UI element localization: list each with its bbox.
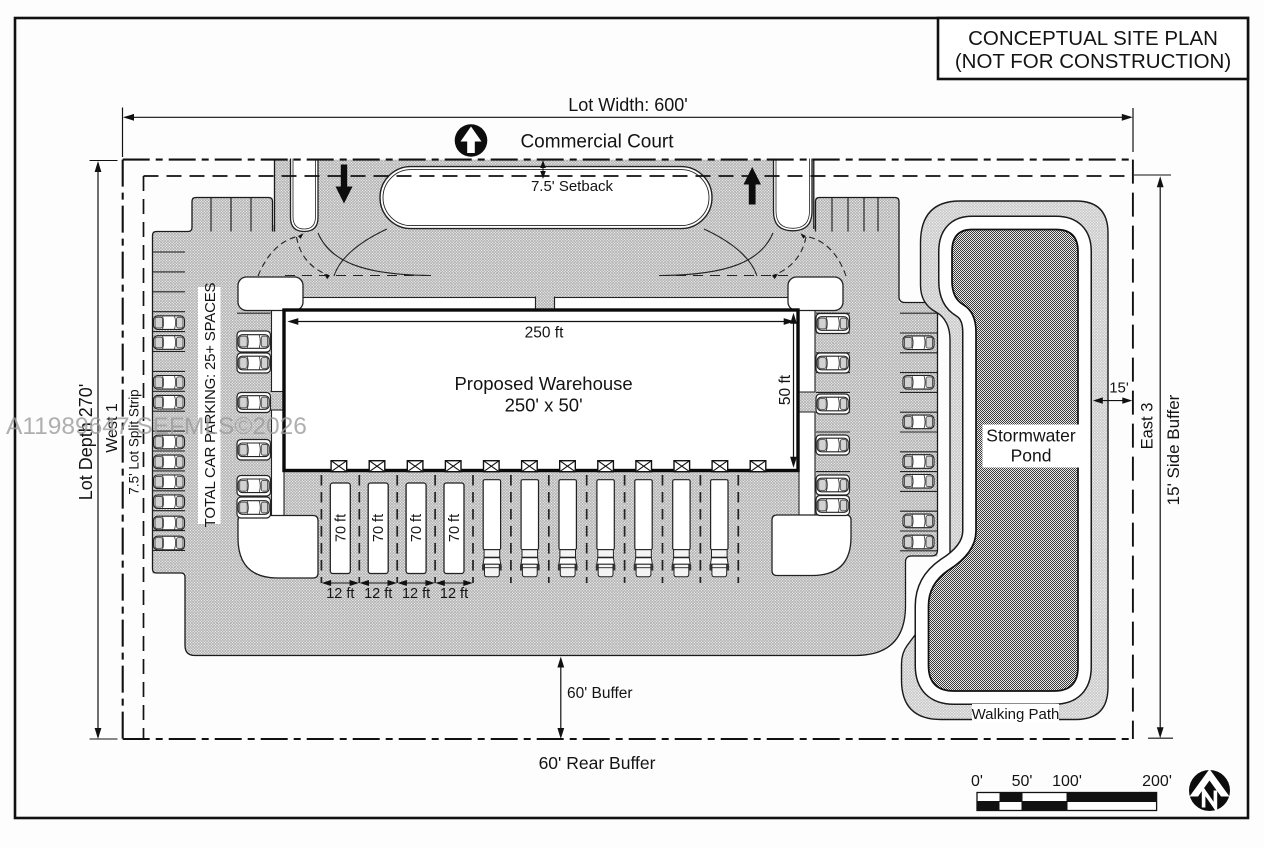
svg-text:CONCEPTUAL SITE PLAN: CONCEPTUAL SITE PLAN (968, 27, 1218, 50)
svg-text:50': 50' (1012, 773, 1033, 790)
svg-text:West 1: West 1 (104, 403, 121, 453)
svg-text:12 ft: 12 ft (440, 586, 468, 602)
svg-text:(NOT FOR CONSTRUCTION): (NOT FOR CONSTRUCTION) (955, 50, 1231, 73)
svg-text:A11989647 SEFMLS©2026: A11989647 SEFMLS©2026 (6, 413, 307, 440)
svg-text:12 ft: 12 ft (402, 586, 430, 602)
svg-text:70 ft: 70 ft (371, 514, 387, 542)
svg-text:15' Side Buffer: 15' Side Buffer (1164, 394, 1183, 505)
svg-text:7.5' Setback: 7.5' Setback (531, 178, 614, 195)
svg-text:Commercial Court: Commercial Court (520, 132, 674, 153)
svg-text:200': 200' (1142, 773, 1172, 790)
svg-text:70 ft: 70 ft (333, 514, 349, 542)
svg-text:Lot Width: 600': Lot Width: 600' (568, 95, 688, 115)
svg-text:0': 0' (971, 773, 983, 790)
svg-text:12 ft: 12 ft (364, 586, 392, 602)
svg-text:Proposed Warehouse: Proposed Warehouse (454, 373, 632, 394)
svg-text:Lot Depth 270': Lot Depth 270' (76, 384, 96, 501)
svg-text:Walking Path: Walking Path (972, 706, 1060, 723)
svg-text:100': 100' (1052, 773, 1082, 790)
svg-text:Pond: Pond (1011, 446, 1052, 466)
svg-text:15': 15' (1109, 380, 1129, 397)
svg-text:250' x 50': 250' x 50' (505, 395, 583, 416)
svg-text:TOTAL CAR PARKING: 25+ SPACES: TOTAL CAR PARKING: 25+ SPACES (202, 282, 219, 527)
svg-text:250 ft: 250 ft (525, 325, 564, 342)
svg-text:East 3: East 3 (1139, 403, 1157, 450)
svg-text:12 ft: 12 ft (326, 586, 354, 602)
svg-text:60' Rear Buffer: 60' Rear Buffer (539, 753, 656, 773)
svg-text:70 ft: 70 ft (447, 514, 463, 542)
svg-text:7.5' Lot Split Strip: 7.5' Lot Split Strip (127, 389, 142, 494)
svg-text:60' Buffer: 60' Buffer (567, 685, 633, 702)
svg-text:Stormwater: Stormwater (986, 426, 1076, 446)
svg-text:70 ft: 70 ft (409, 514, 425, 542)
svg-text:50 ft: 50 ft (777, 374, 794, 405)
